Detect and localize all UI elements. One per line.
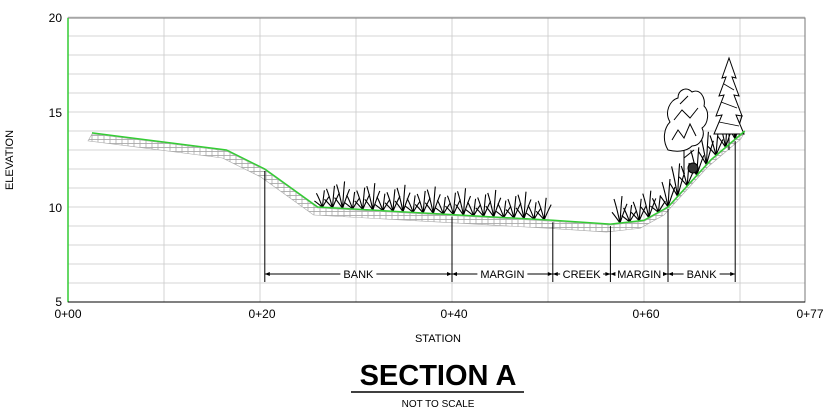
grass-tuft-icon — [630, 198, 647, 222]
zone-label: BANK — [687, 269, 718, 281]
grass-tuft-icon — [707, 132, 724, 156]
grass-tuft-icon — [435, 197, 451, 215]
section-subtitle: NOT TO SCALE — [402, 399, 475, 410]
grass-tuft-icon — [688, 147, 705, 176]
grass-tuft-icon — [650, 195, 666, 213]
grass-tuft-icon — [611, 195, 628, 224]
grass-tuft-icon — [324, 185, 340, 209]
grass-tuft-icon — [364, 183, 381, 211]
grass-tuft-icon — [374, 193, 391, 212]
grass-tuft-icon — [445, 192, 461, 216]
grass-tuft-icon — [314, 190, 330, 208]
grass-tuft-icon — [334, 181, 351, 209]
wetland-grass-group — [314, 106, 743, 224]
x-axis-title: STATION — [415, 333, 461, 345]
y-tick-label: 10 — [49, 201, 63, 215]
plot-frame — [67, 17, 806, 303]
grass-tuft-icon — [505, 196, 522, 219]
conifer-tree-icon — [713, 56, 745, 150]
grass-tuft-icon — [678, 162, 695, 187]
grass-tuft-icon — [404, 195, 421, 213]
zone-label: MARGIN — [617, 269, 661, 281]
deciduous-tree-icon — [663, 88, 709, 174]
grass-tuft-icon — [669, 163, 686, 197]
y-tick-label: 15 — [49, 106, 63, 120]
grass-tuft-icon — [465, 198, 482, 217]
grass-tuft-icon — [414, 190, 431, 214]
x-tick-label: 0+20 — [248, 307, 275, 321]
grass-tuft-icon — [621, 204, 638, 223]
grass-tuft-icon — [495, 200, 512, 218]
grass-tuft-icon — [525, 202, 542, 220]
grass-tuft-icon — [475, 194, 492, 217]
grid — [67, 16, 805, 303]
zone-label: CREEK — [563, 269, 602, 281]
zone-label: MARGIN — [480, 269, 524, 281]
grass-tuft-icon — [354, 187, 371, 210]
grass-tuft-icon — [515, 191, 532, 219]
grass-tuft-icon — [455, 188, 472, 216]
y-tick-label: 5 — [55, 295, 62, 309]
soil-hatch-band — [87, 131, 746, 233]
x-tick-label: 0+00 — [54, 307, 81, 321]
grass-tuft-icon — [640, 190, 657, 218]
grass-tuft-icon — [384, 189, 401, 212]
grass-tuft-icon — [697, 131, 714, 166]
grass-tuft-icon — [659, 178, 676, 208]
y-tick-label: 20 — [49, 11, 63, 25]
x-tick-label: 0+40 — [440, 307, 467, 321]
zone-label: BANK — [343, 269, 374, 281]
grass-tuft-icon — [485, 189, 502, 218]
grass-tuft-icon — [535, 197, 552, 221]
zone-markers: BANK MARGIN CREEK MARGIN BANK — [264, 141, 736, 282]
trees-group — [663, 56, 745, 174]
grass-tuft-icon — [394, 184, 411, 213]
section-title: SECTION A — [360, 360, 517, 392]
grass-tuft-icon — [344, 191, 361, 210]
ground-profile-line — [91, 130, 746, 225]
x-tick-label: 0+60 — [632, 307, 659, 321]
grass-tuft-icon — [424, 186, 441, 214]
x-tick-label: 0+77 — [796, 307, 823, 321]
y-axis-title: ELEVATION — [4, 130, 16, 190]
